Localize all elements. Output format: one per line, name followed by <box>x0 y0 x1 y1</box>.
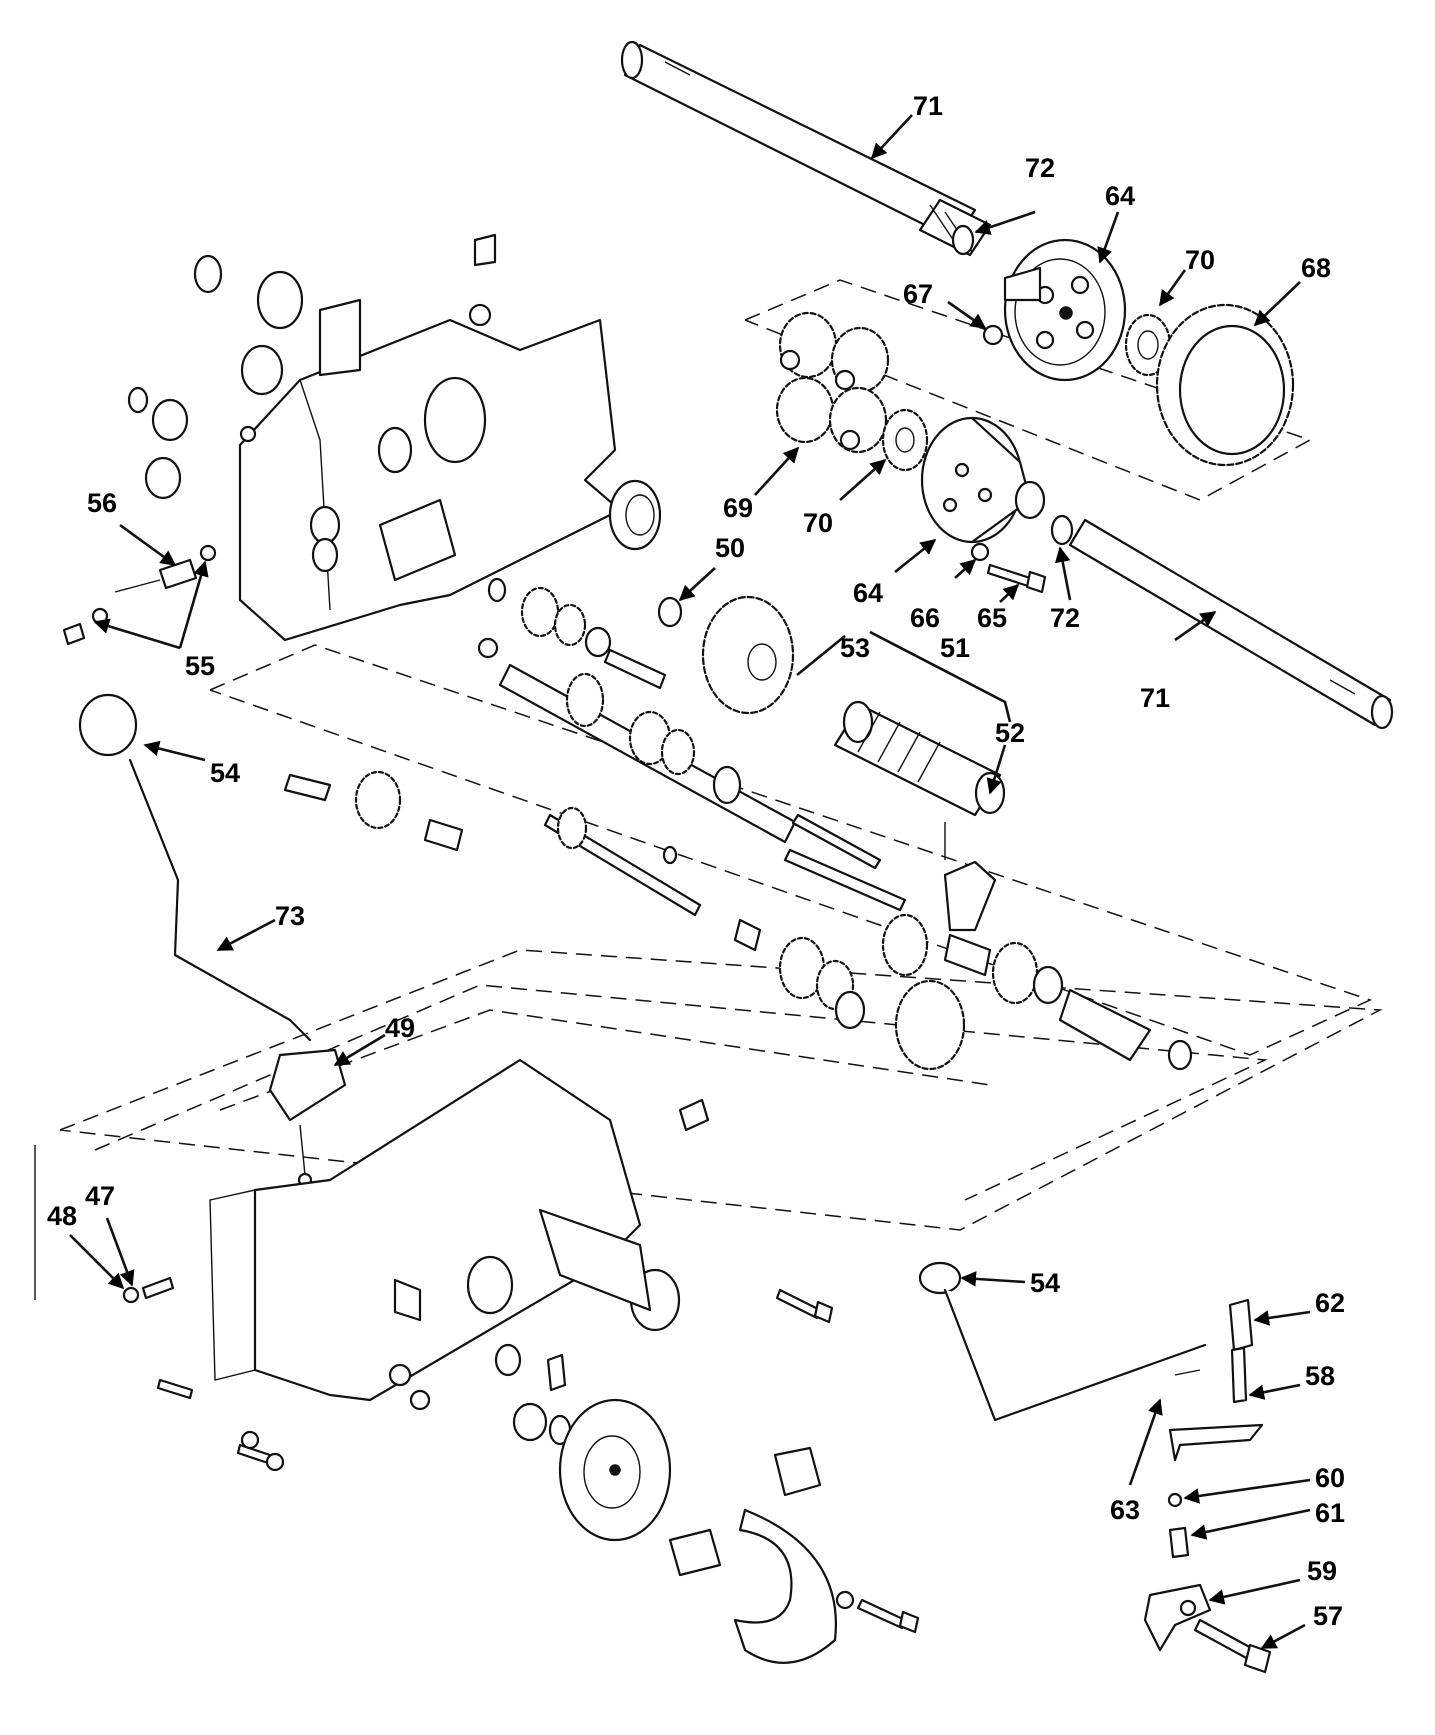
ring-gear-68 <box>1155 303 1295 467</box>
brake-bolt-washer <box>835 1590 920 1634</box>
washer-48-bolt-47 <box>122 1276 175 1304</box>
callout-70-upper: 70 <box>1185 245 1215 275</box>
transaxle-housing-upper <box>238 298 622 642</box>
leader-lines <box>34 114 1311 1650</box>
side-gear-lower-70 <box>881 408 929 472</box>
callout-54-lower: 54 <box>1030 1268 1060 1298</box>
callout-61: 61 <box>1315 1498 1345 1528</box>
shift-lever-73 <box>128 758 312 1042</box>
callout-72-upper: 72 <box>1025 153 1055 183</box>
callout-54-upper: 54 <box>210 758 240 788</box>
axle-shaft-upper <box>620 40 992 257</box>
callout-64-upper: 64 <box>1105 181 1135 211</box>
callout-55: 55 <box>185 651 215 681</box>
transaxle-housing-lower <box>209 1058 681 1411</box>
brake-pad <box>668 1528 722 1577</box>
differential-carrier-upper <box>1003 238 1127 382</box>
callout-68: 68 <box>1301 253 1331 283</box>
callout-60: 60 <box>1315 1463 1345 1493</box>
callout-67: 67 <box>903 279 933 309</box>
bolt-57 <box>1193 1618 1272 1674</box>
axle-shaft-lower <box>1068 518 1394 730</box>
gear-train-middle <box>477 577 797 865</box>
callout-65: 65 <box>977 603 1007 633</box>
differential-carrier-lower <box>920 416 1046 544</box>
detent-balls-55 <box>62 544 217 646</box>
splined-shaft-52 <box>833 700 1006 817</box>
callout-49: 49 <box>385 1013 415 1043</box>
bolt-housing-right <box>775 1288 834 1324</box>
callout-48: 48 <box>47 1201 77 1231</box>
bolts-lower-left <box>156 1378 285 1472</box>
callout-71-upper: 71 <box>913 91 943 121</box>
callout-73: 73 <box>275 901 305 931</box>
brake-drum <box>558 1398 672 1542</box>
callout-56: 56 <box>87 488 117 518</box>
ball-60-spring-61 <box>1167 1492 1190 1559</box>
callout-70-lower: 70 <box>803 508 833 538</box>
callout-52: 52 <box>995 718 1025 748</box>
bolt-65 <box>986 563 1047 594</box>
washer-50 <box>657 596 683 628</box>
callout-69: 69 <box>723 493 753 523</box>
callout-50: 50 <box>715 533 745 563</box>
callout-47: 47 <box>85 1181 115 1211</box>
callout-58: 58 <box>1305 1361 1335 1391</box>
callout-71-lower: 71 <box>1140 683 1170 713</box>
detent-spring-56 <box>114 558 198 593</box>
plug-lower <box>546 1353 567 1392</box>
callout-63: 63 <box>1110 1495 1140 1525</box>
callout-53: 53 <box>840 633 870 663</box>
callout-57: 57 <box>1313 1601 1343 1631</box>
assembly-outline-upper <box>744 279 1312 501</box>
brake-band <box>733 1446 837 1664</box>
callout-59: 59 <box>1307 1556 1337 1586</box>
shift-knob-54-lower <box>918 1261 962 1295</box>
brake-rod <box>943 1288 1207 1422</box>
snap-ring-lower-72 <box>1050 514 1074 546</box>
washer-66 <box>970 542 990 562</box>
nut-67 <box>982 324 1004 346</box>
shift-boot-49 <box>268 1048 347 1188</box>
callout-64-lower: 64 <box>853 578 883 608</box>
gear-train-lower <box>283 770 1193 1071</box>
bracket-58 <box>1168 1423 1264 1462</box>
housing-plug-fill <box>678 1098 710 1132</box>
bearing-left-group <box>127 344 284 500</box>
snap-ring-upper <box>951 224 975 256</box>
callout-51: 51 <box>940 633 970 663</box>
pin-63 <box>1174 1369 1201 1376</box>
ball-bearing-right <box>608 479 662 551</box>
callout-66: 66 <box>910 603 940 633</box>
seal-ring-top-left <box>193 254 304 330</box>
large-gear-53 <box>701 595 795 715</box>
pivot-62 <box>1228 1298 1254 1404</box>
callout-labels: 71 72 64 70 68 67 69 70 64 66 65 72 71 5… <box>47 91 1345 1631</box>
callout-72-lower: 72 <box>1050 603 1080 633</box>
callout-62: 62 <box>1315 1288 1345 1318</box>
yoke-59 <box>1143 1583 1212 1652</box>
shift-fork <box>943 822 997 932</box>
breather-plug-top <box>473 233 497 267</box>
shift-knob-54-upper <box>78 693 138 757</box>
pinion-cluster-69 <box>775 311 890 454</box>
